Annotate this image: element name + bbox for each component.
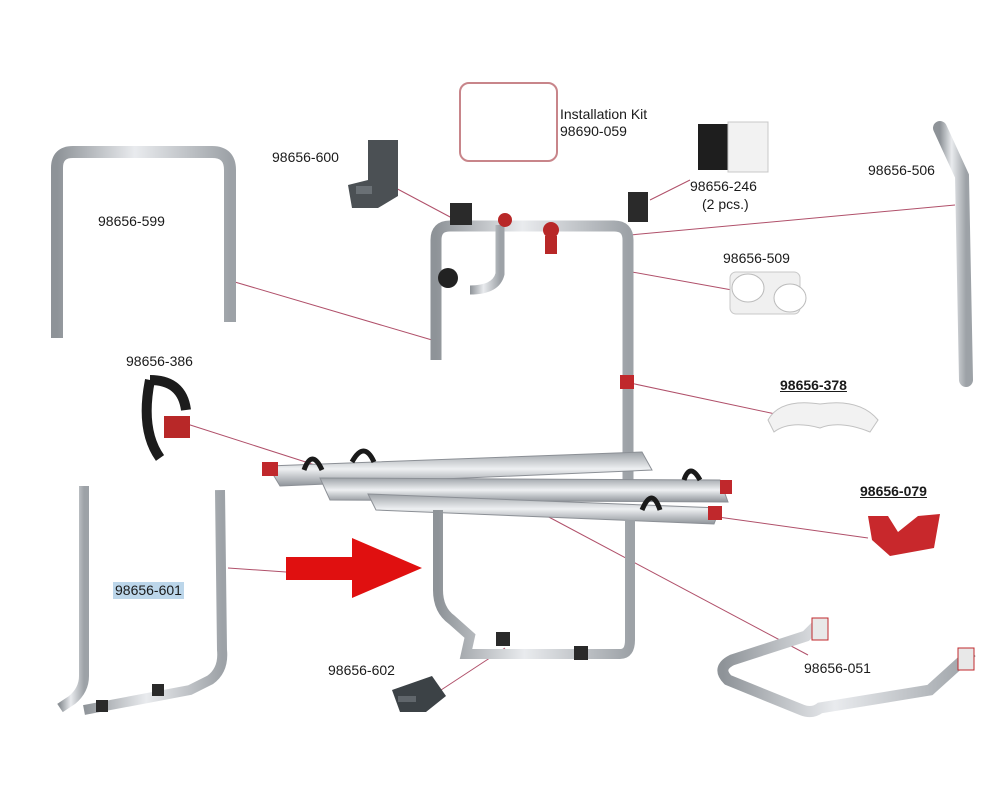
part-label-98656-079: 98656-079 <box>860 483 927 499</box>
part-98656-599-drawing <box>51 146 236 338</box>
part-98656-602-drawing <box>392 676 446 712</box>
part-98656-051-drawing <box>717 617 976 718</box>
part-98656-600-drawing <box>348 140 398 208</box>
part-label-98656-246-qty: (2 pcs.) <box>702 196 749 212</box>
part-98656-506-drawing <box>933 121 973 387</box>
installation-kit-box <box>459 82 558 162</box>
part-label-98656-386: 98656-386 <box>126 353 193 369</box>
part-label-98656-506: 98656-506 <box>868 162 935 178</box>
part-98656-601-drawing <box>57 486 228 715</box>
part-label-98656-601: 98656-601 <box>113 582 184 599</box>
part-label-98656-509: 98656-509 <box>723 250 790 266</box>
installation-kit-part-number: 98690-059 <box>560 123 627 139</box>
part-label-98656-599: 98656-599 <box>98 213 165 229</box>
part-label-98656-600: 98656-600 <box>272 149 339 165</box>
part-98656-386-drawing <box>141 375 191 461</box>
part-label-98656-378: 98656-378 <box>780 377 847 393</box>
part-98656-079-drawing <box>868 514 940 556</box>
highlight-arrow <box>286 538 422 598</box>
part-label-98656-246: 98656-246 <box>690 178 757 194</box>
part-98656-246-drawing <box>698 121 769 173</box>
installation-kit-title: Installation Kit <box>560 106 648 122</box>
part-label-98656-602: 98656-602 <box>328 662 395 678</box>
part-98656-509-drawing <box>729 271 807 315</box>
leader-lines <box>183 179 956 693</box>
part-label-98656-051: 98656-051 <box>804 660 871 676</box>
part-98656-378-drawing <box>767 402 879 433</box>
main-rack-drawing <box>262 192 732 660</box>
